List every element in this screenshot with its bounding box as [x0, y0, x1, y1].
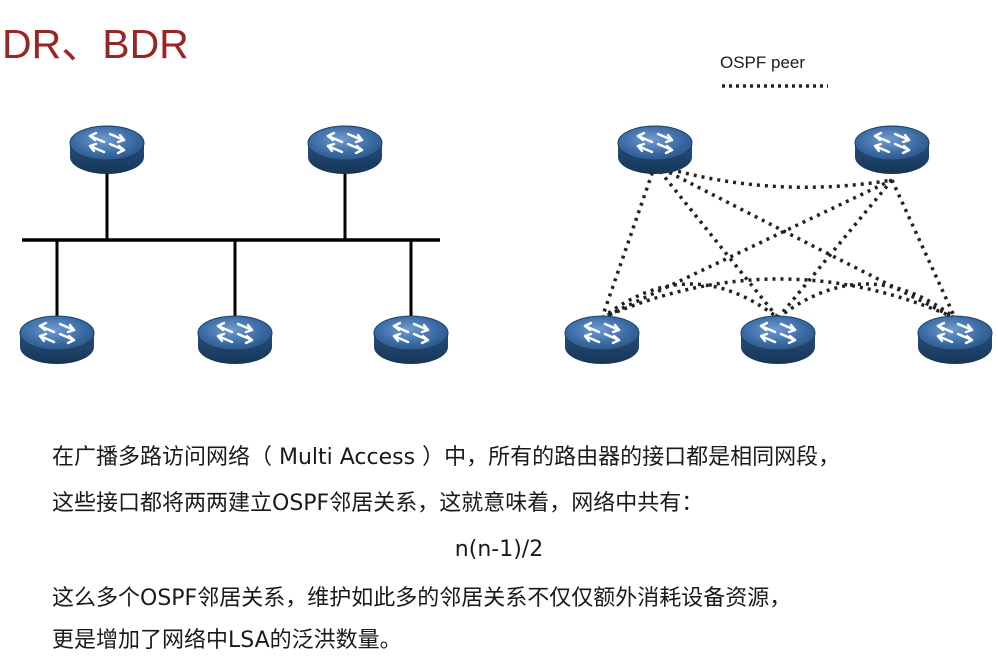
peer-link: [601, 277, 956, 320]
router-icon: [196, 314, 274, 366]
peer-link: [890, 179, 957, 319]
router-icon: [18, 314, 96, 366]
router-icon: [853, 124, 931, 176]
router-icon: [916, 314, 994, 366]
slide-title: DR、BDR: [2, 21, 189, 67]
peer-link: [601, 178, 893, 320]
formula: n(n-1)/2: [454, 537, 544, 562]
peer-link: [600, 164, 657, 319]
body-text-line-1: 在广播多路访问网络（ Multi Access ）中，所有的路由器的接口都是相同…: [52, 445, 841, 470]
peer-link: [600, 282, 780, 320]
router-icon: [306, 124, 384, 176]
router-icon: [372, 314, 450, 366]
body-text-line-3: 这么多个OSPF邻居关系，维护如此多的邻居关系不仅仅额外消耗设备资源，: [52, 586, 792, 611]
legend-label: OSPF peer: [720, 53, 806, 72]
body-text-line-2: 这些接口都将两两建立OSPF邻居关系，这就意味着，网络中共有：: [52, 491, 704, 516]
peer-link: [653, 163, 780, 320]
router-icon: [68, 124, 146, 176]
router-icon: [563, 314, 641, 366]
full-mesh-topology: [563, 84, 994, 366]
peer-link: [654, 163, 956, 320]
network-diagram: [18, 84, 994, 366]
body-text-line-4: 更是增加了网络中LSA的泛洪数量。: [52, 628, 402, 653]
router-icon: [739, 314, 817, 366]
bus-topology: [18, 124, 450, 366]
router-icon: [616, 124, 694, 176]
peer-link: [654, 163, 893, 190]
peer-link: [776, 282, 957, 320]
peer-link: [776, 178, 894, 320]
